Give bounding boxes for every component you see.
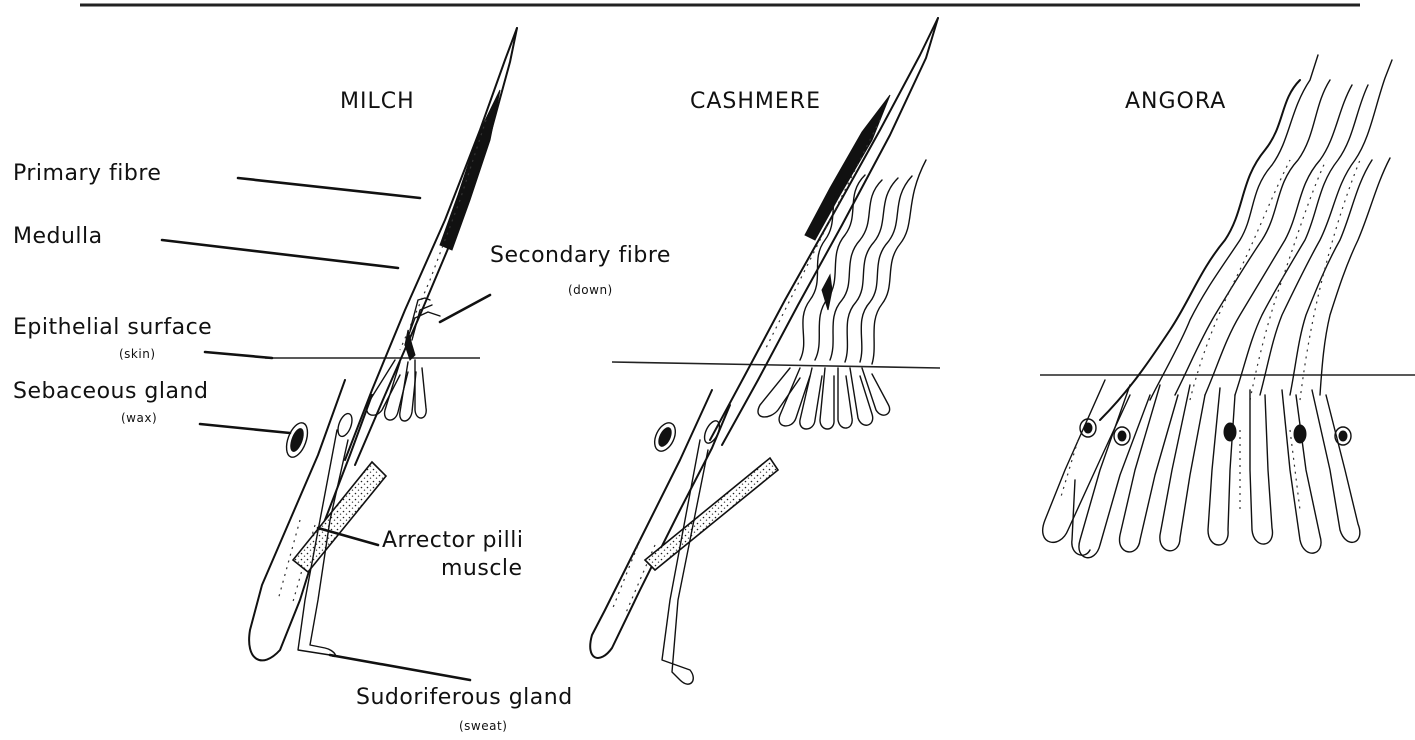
epithelial-surface-note: (skin) — [119, 347, 156, 361]
angora-follicles — [1043, 380, 1360, 558]
cashmere-panel — [590, 18, 940, 684]
cashmere-arrector-muscle — [645, 458, 778, 570]
medulla-leader — [162, 240, 398, 268]
sudoriferous-gland-label: Sudoriferous gland — [356, 685, 573, 710]
epithelial-leader — [205, 352, 272, 358]
secondary-fibre-note: (down) — [568, 283, 613, 297]
milch-title: MILCH — [340, 89, 415, 114]
arrector-pilli-label: Arrector pilli — [382, 528, 523, 553]
angora-title: ANGORA — [1125, 89, 1226, 114]
epithelial-surface-label: Epithelial surface — [13, 315, 212, 340]
cashmere-sweat-gland — [662, 440, 708, 684]
cashmere-skin-surface — [612, 362, 940, 368]
secondary-fibre-label: Secondary fibre — [490, 243, 671, 268]
sebaceous-gland-label: Sebaceous gland — [13, 379, 208, 404]
secondary-fibre-leader — [440, 295, 490, 322]
sebaceous-gland-note: (wax) — [121, 411, 157, 425]
primary-fibre-leader — [238, 178, 420, 198]
cashmere-secondary-fibres — [800, 160, 926, 364]
primary-fibre-label: Primary fibre — [13, 161, 161, 186]
cashmere-secondary-follicles — [758, 368, 890, 429]
angora-panel — [1040, 55, 1415, 558]
cashmere-title: CASHMERE — [690, 89, 821, 114]
angora-sweat-gland — [1072, 480, 1090, 555]
leader-lines — [162, 178, 490, 680]
sebaceous-leader — [200, 424, 290, 433]
arrector-muscle-label: muscle — [441, 556, 523, 581]
medulla-label: Medulla — [13, 224, 103, 249]
sudoriferous-leader — [330, 655, 470, 680]
sudoriferous-gland-note: (sweat) — [459, 719, 507, 733]
milch-primary-follicle — [249, 380, 372, 660]
